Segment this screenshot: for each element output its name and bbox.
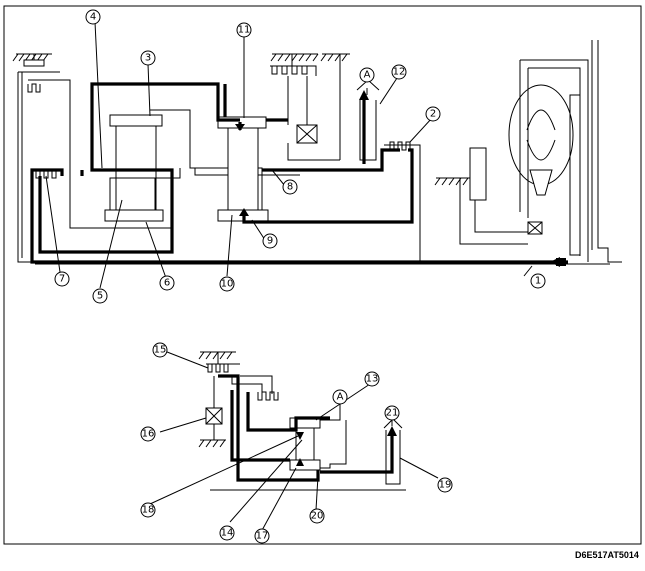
svg-text:18: 18 xyxy=(142,505,155,516)
svg-text:16: 16 xyxy=(142,429,155,440)
svg-text:13: 13 xyxy=(366,374,379,385)
callout-14: 14 xyxy=(219,525,235,541)
svg-text:14: 14 xyxy=(221,528,234,539)
callout-21: 21 xyxy=(384,405,400,421)
svg-text:6: 6 xyxy=(164,278,170,289)
svg-text:9: 9 xyxy=(267,236,273,247)
svg-text:A: A xyxy=(364,70,371,81)
callout-13: 13 xyxy=(364,371,380,387)
svg-text:A: A xyxy=(337,392,344,403)
callout-7: 7 xyxy=(54,271,70,287)
callout-9: 9 xyxy=(262,233,278,249)
ground-symbol xyxy=(12,53,52,67)
planetary-gear-6 xyxy=(104,209,164,222)
callout-4: 4 xyxy=(85,9,101,25)
gear-17 xyxy=(289,459,321,471)
svg-text:1: 1 xyxy=(535,276,541,287)
callout-10: 10 xyxy=(219,276,235,292)
power-flow-path-lower xyxy=(218,374,394,482)
callout-17: 17 xyxy=(254,528,270,544)
callout-15: 15 xyxy=(152,342,168,358)
callout-6: 6 xyxy=(159,275,175,291)
svg-text:2: 2 xyxy=(430,109,436,120)
svg-text:15: 15 xyxy=(154,345,167,356)
connector-a-lower: A xyxy=(332,389,348,405)
svg-text:20: 20 xyxy=(311,511,324,522)
svg-text:11: 11 xyxy=(238,25,251,36)
callout-20: 20 xyxy=(309,508,325,524)
svg-text:8: 8 xyxy=(287,182,293,193)
clutch-7 xyxy=(27,83,57,179)
brake-15-ground xyxy=(198,351,240,373)
callout-5: 5 xyxy=(92,288,108,304)
one-way-clutch-16 xyxy=(198,376,226,448)
callout-16: 16 xyxy=(140,426,156,442)
svg-text:10: 10 xyxy=(221,279,234,290)
callout-18: 18 xyxy=(140,502,156,518)
gear-10 xyxy=(227,127,259,211)
connector-a-upper: A xyxy=(359,67,375,83)
svg-text:12: 12 xyxy=(393,67,406,78)
stator-ground xyxy=(434,147,528,245)
callout-1: 1 xyxy=(530,273,546,289)
svg-text:5: 5 xyxy=(97,291,103,302)
power-flow-path-upper xyxy=(30,82,568,267)
svg-text:17: 17 xyxy=(256,531,269,542)
svg-text:4: 4 xyxy=(90,12,96,23)
callout-12: 12 xyxy=(391,64,407,80)
planetary-gear-3 xyxy=(109,114,163,127)
brake-ground xyxy=(270,53,350,160)
svg-text:19: 19 xyxy=(439,480,452,491)
callouts: 1 2 3 4 5 6 7 8 9 10 11 12 13 14 15 16 1… xyxy=(54,9,546,544)
callout-8: 8 xyxy=(282,179,298,195)
torque-converter xyxy=(508,40,622,263)
svg-text:7: 7 xyxy=(59,274,65,285)
clutch-2 xyxy=(384,141,421,262)
reference-code: D6E517AT5014 xyxy=(575,550,639,560)
output-shaft-12 xyxy=(359,100,377,161)
upper-transmission-schematic xyxy=(12,40,622,265)
one-way-clutch xyxy=(287,76,340,161)
lower-transmission-schematic xyxy=(198,351,406,491)
svg-text:3: 3 xyxy=(145,53,151,64)
svg-text:21: 21 xyxy=(386,408,399,419)
callout-2: 2 xyxy=(425,106,441,122)
upper-diagram-frame xyxy=(3,5,642,545)
callout-11: 11 xyxy=(236,22,252,38)
callout-3: 3 xyxy=(140,50,156,66)
callout-19: 19 xyxy=(437,477,453,493)
leader-lines xyxy=(45,21,533,535)
ring-gear-5 xyxy=(109,177,156,211)
